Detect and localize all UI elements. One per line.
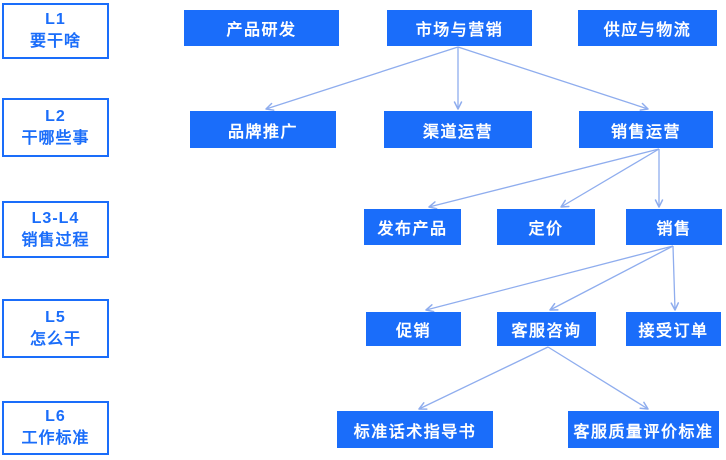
node-accept-order: 接受订单 — [626, 312, 721, 346]
level-code: L5 — [45, 308, 66, 326]
node-release-product: 发布产品 — [364, 209, 461, 245]
node-pricing: 定价 — [497, 209, 595, 245]
edge-consult-to-script-guide — [418, 346, 549, 410]
level-title: 工作标准 — [21, 430, 90, 447]
level-title: 要干啥 — [29, 33, 81, 50]
level-label-l3-l4: L3-L4 销售过程 — [2, 201, 109, 258]
node-sales: 销售 — [626, 209, 722, 245]
edge-marketing-to-sales-operation — [457, 46, 649, 111]
node-channel-operation: 渠道运营 — [384, 111, 532, 148]
node-service-consult: 客服咨询 — [497, 312, 596, 346]
node-service-quality-standard: 客服质量评价标准 — [568, 411, 719, 448]
edge-sales-to-service-consult — [549, 245, 674, 311]
level-label-l2: L2 干哪些事 — [2, 98, 109, 157]
level-label-l5: L5 怎么干 — [2, 299, 109, 358]
level-code: L1 — [45, 11, 66, 28]
level-title: 怎么干 — [29, 330, 81, 348]
level-title: 销售过程 — [21, 231, 90, 249]
edge-sales-to-accept-order — [670, 245, 680, 311]
edge-sales-to-promotion — [425, 245, 674, 313]
level-title: 干哪些事 — [21, 129, 90, 147]
node-supply-logistics: 供应与物流 — [578, 10, 717, 46]
node-sales-operation: 销售运营 — [579, 111, 713, 148]
node-promotion: 促销 — [366, 312, 461, 346]
level-code: L6 — [45, 408, 66, 425]
level-label-l6: L6 工作标准 — [2, 401, 109, 455]
node-brand-promotion: 品牌推广 — [190, 111, 336, 148]
node-script-guide: 标准话术指导书 — [337, 411, 493, 448]
level-code: L2 — [45, 107, 66, 125]
edge-consult-to-quality-standard — [547, 346, 649, 410]
level-code: L3-L4 — [31, 209, 80, 227]
edge-salesops-to-pricing — [560, 148, 660, 208]
node-marketing: 市场与营销 — [387, 10, 532, 46]
node-product-rd: 产品研发 — [184, 10, 339, 46]
edge-salesops-to-release-product — [428, 148, 660, 210]
level-label-l1: L1 要干啥 — [2, 3, 109, 59]
edge-marketing-to-brand-promotion — [265, 46, 459, 111]
